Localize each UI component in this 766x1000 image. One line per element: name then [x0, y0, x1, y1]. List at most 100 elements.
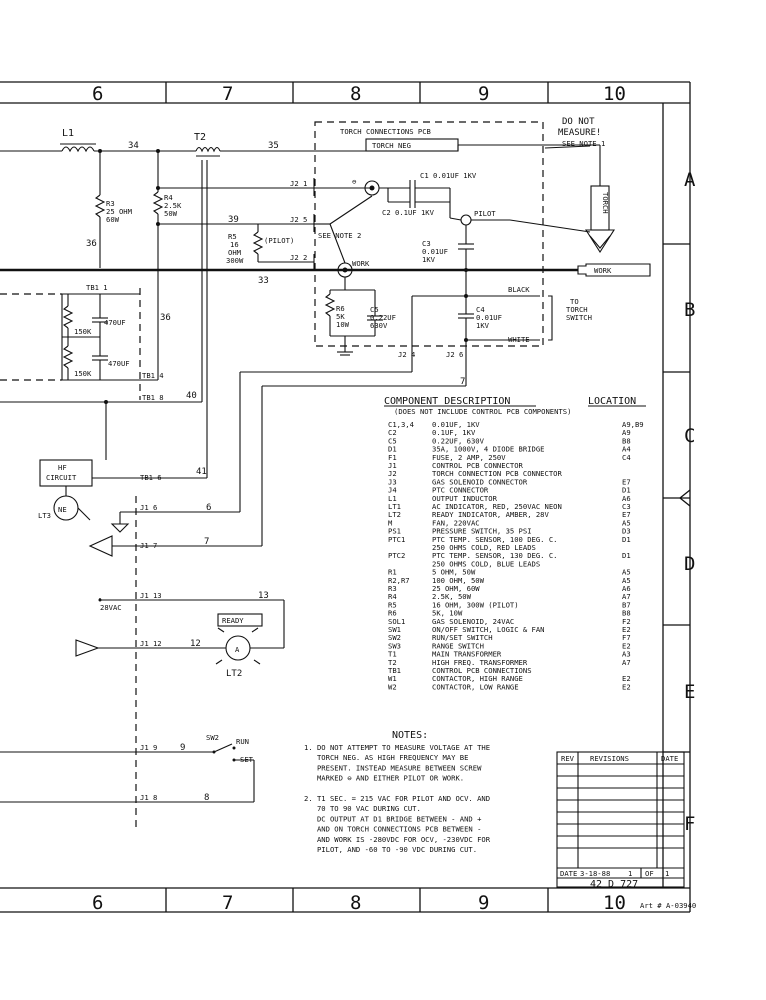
torch-symbol: TORCH: [584, 185, 616, 254]
c3-value: 0.01UF: [422, 247, 448, 256]
r5-watts: 300W: [226, 256, 244, 265]
svg-text:⊖: ⊖: [352, 177, 356, 186]
main-wires: 34 35 L1 T2 R3 25 OHM 60W 36 R4 2.5K 50W…: [0, 128, 601, 400]
ready-label: READY: [222, 616, 244, 625]
to-label: TO: [570, 297, 579, 306]
revisions-header: REVISIONS: [590, 754, 629, 763]
wire-9: 9: [180, 743, 185, 753]
zone-right-e: E: [684, 681, 695, 703]
component-desc: RUN/SET SWITCH: [432, 633, 493, 642]
drawing-number: 42 D 727: [590, 879, 638, 890]
sheet-of: OF: [645, 869, 654, 878]
component-ref: SW2: [388, 633, 401, 642]
component-ref: J1: [388, 461, 397, 470]
tb1-6: TB1 6: [140, 473, 162, 482]
j1-12: J1 12: [140, 639, 162, 648]
zone-right-a: A: [684, 169, 696, 191]
c470-a: 470UF: [104, 318, 126, 327]
component-loc: E2: [622, 682, 631, 691]
component-ref: SW3: [388, 641, 401, 650]
rev-header: REV: [561, 754, 575, 763]
wire-13: 13: [258, 591, 269, 601]
zone-top-10: 10: [603, 83, 626, 105]
date-value: 3-18-88: [580, 869, 610, 878]
component-desc: 35A, 1000V, 4 DIODE BRIDGE: [432, 445, 545, 454]
component-loc: A7: [622, 592, 631, 601]
component-desc: CONTACTOR, HIGH RANGE: [432, 674, 523, 683]
component-loc: B7: [622, 600, 631, 609]
tb1-8: TB1 8: [142, 393, 164, 402]
component-ref: W1: [388, 674, 397, 683]
component-loc: A4: [622, 445, 631, 454]
component-loc: E7: [622, 477, 631, 486]
lt2-label: LT2: [226, 669, 242, 679]
work-connector: WORK: [577, 263, 651, 277]
r6-value: 5K: [336, 312, 345, 321]
component-ref: F1: [388, 453, 397, 462]
j2-4: J2 4: [398, 350, 415, 359]
torch-vertical-label: TORCH: [601, 192, 610, 214]
j1-13: J1 13: [140, 591, 162, 600]
r5-label: R5: [228, 232, 237, 241]
component-desc: 250 OHMS COLD, RED LEADS: [432, 543, 536, 552]
notes-title: NOTES:: [392, 730, 428, 741]
component-desc: FUSE, 2 AMP, 250V: [432, 453, 506, 462]
ne-label: NE: [58, 505, 67, 514]
component-desc: OUTPUT INDUCTOR: [432, 494, 498, 503]
component-loc: A6: [622, 494, 631, 503]
torch-pcb-title: TORCH CONNECTIONS PCB: [340, 127, 431, 136]
j1-7: J1 7: [140, 541, 157, 550]
component-ref: C1,3,4: [388, 420, 414, 429]
component-loc: A5: [622, 576, 631, 585]
c4-value: 0.01UF: [476, 313, 502, 322]
wire-40: 40: [186, 391, 197, 401]
component-desc: FAN, 220VAC: [432, 518, 480, 527]
zone-bottom-9: 9: [478, 892, 489, 914]
component-ref: T1: [388, 650, 397, 659]
r150-b: 150K: [74, 369, 92, 378]
zone-right-c: C: [684, 425, 695, 447]
c5-value: 0.22UF: [370, 313, 396, 322]
j2-6: J2 6: [446, 350, 463, 359]
component-loc: B8: [622, 609, 631, 618]
tb1-4: TB1 4: [142, 371, 164, 380]
c2-label: C2 0.1UF 1KV: [382, 208, 435, 217]
component-loc: D1: [622, 535, 631, 544]
zone-bottom-8: 8: [350, 892, 361, 914]
j1-6: J1 6: [140, 503, 157, 512]
j2-1: J2 1: [290, 179, 307, 188]
wire-7: 7: [204, 537, 209, 547]
notes-block: NOTES: 1. DO NOT ATTEMPT TO MEASURE VOLT…: [304, 730, 491, 854]
work-node-label: WORK: [352, 259, 370, 268]
component-desc: AC INDICATOR, RED, 250VAC NEON: [432, 502, 562, 511]
note-line: MARKED ⊖ AND EITHER PILOT OR WORK.: [304, 774, 464, 783]
component-desc: 5K, 10W: [432, 609, 463, 618]
component-loc: E2: [622, 641, 631, 650]
c3-volts: 1KV: [422, 255, 436, 264]
component-description: COMPONENT DESCRIPTION LOCATION (DOES NOT…: [384, 396, 646, 691]
torch-pcb-components: ⊖ C1 0.01UF 1KV C2 0.1UF 1KV PILOT SEE N…: [314, 145, 592, 380]
drawing-frame: [0, 81, 691, 913]
c4-label: C4: [476, 305, 485, 314]
wire-8: 8: [204, 793, 209, 803]
note-line: 2. T1 SEC. = 215 VAC FOR PILOT AND OCV. …: [304, 794, 490, 803]
art-number: Art # A-03940: [640, 901, 696, 910]
component-loc: A5: [622, 518, 631, 527]
component-desc: ON/OFF SWITCH, LOGIC & FAN: [432, 625, 545, 634]
date-label: DATE: [560, 869, 577, 878]
component-loc: F7: [622, 633, 631, 642]
zone-right-f: F: [684, 813, 695, 835]
wire-36b: 36: [160, 313, 171, 323]
j2-5: J2 5: [290, 215, 307, 224]
zone-top-7: 7: [222, 83, 233, 105]
r6-watts: 10W: [336, 320, 350, 329]
component-ref: M: [388, 518, 393, 527]
component-ref: PTC1: [388, 535, 405, 544]
zone-bottom-10: 10: [603, 892, 626, 914]
component-desc: PTC TEMP. SENSOR, 130 DEG. C.: [432, 551, 558, 560]
wire-39: 36: [86, 239, 97, 249]
notes-lines: 1. DO NOT ATTEMPT TO MEASURE VOLTAGE AT …: [304, 743, 491, 854]
component-ref: PS1: [388, 527, 401, 536]
v28-label: 28VAC: [100, 603, 122, 612]
